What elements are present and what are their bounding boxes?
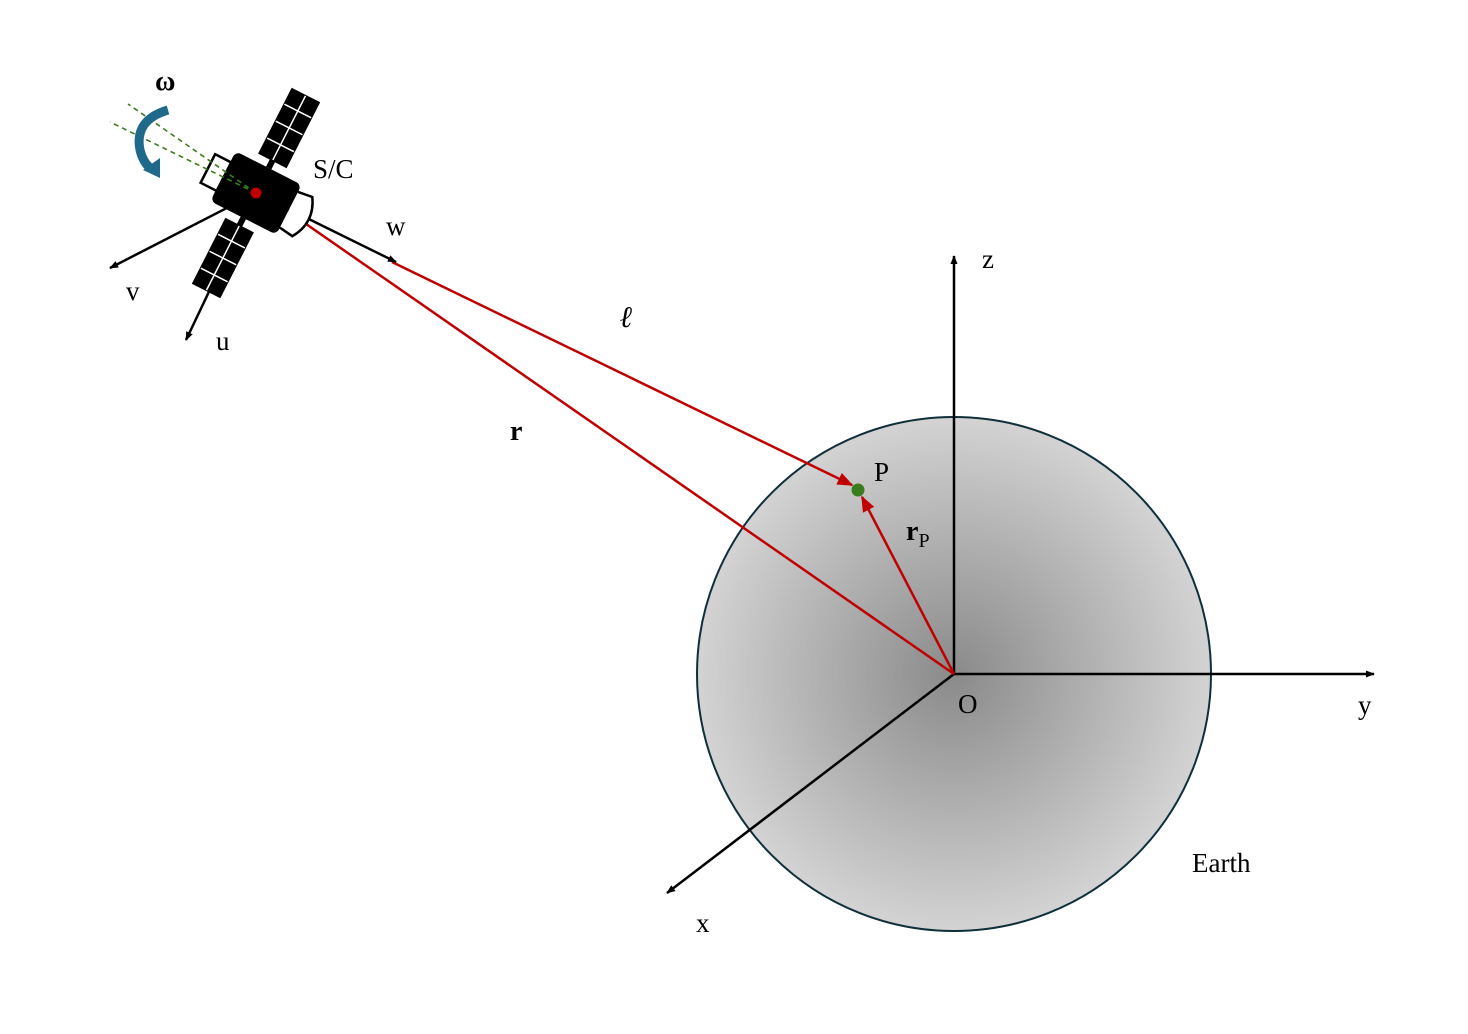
z-axis-label: z xyxy=(982,244,994,274)
v-axis-label: v xyxy=(126,276,140,306)
r-vector xyxy=(258,190,955,676)
y-axis-label: y xyxy=(1358,690,1372,720)
omega-label: ω xyxy=(155,66,175,97)
solar-panel-upper xyxy=(258,87,321,170)
rp-vector xyxy=(860,495,956,675)
spacecraft-icon xyxy=(191,87,321,299)
x-axis-line xyxy=(666,673,955,894)
r-vector-label: r xyxy=(510,416,522,447)
antenna-dish xyxy=(279,190,314,238)
point-p-label: P xyxy=(874,457,889,487)
spacecraft-center-dot xyxy=(250,187,262,199)
rp-vector-label: rP xyxy=(906,516,930,552)
point-p-dot xyxy=(851,483,865,497)
x-axis-label: x xyxy=(696,908,710,938)
spin-axis-dashed-2 xyxy=(109,121,257,194)
spacecraft-label: S/C xyxy=(313,154,354,184)
ell-vector-label: ℓ xyxy=(620,301,633,334)
rear-module xyxy=(198,152,233,193)
origin-label: O xyxy=(958,689,978,719)
omega-rotation-arrow-icon xyxy=(134,105,170,178)
rp-vector-main: r xyxy=(906,516,918,547)
solar-panel-lower xyxy=(191,216,254,299)
ell-vector xyxy=(391,260,854,487)
rp-vector-subscript: P xyxy=(918,530,929,552)
w-axis-label: w xyxy=(386,211,406,241)
earth-label: Earth xyxy=(1192,848,1251,878)
u-axis-label: u xyxy=(216,326,230,356)
